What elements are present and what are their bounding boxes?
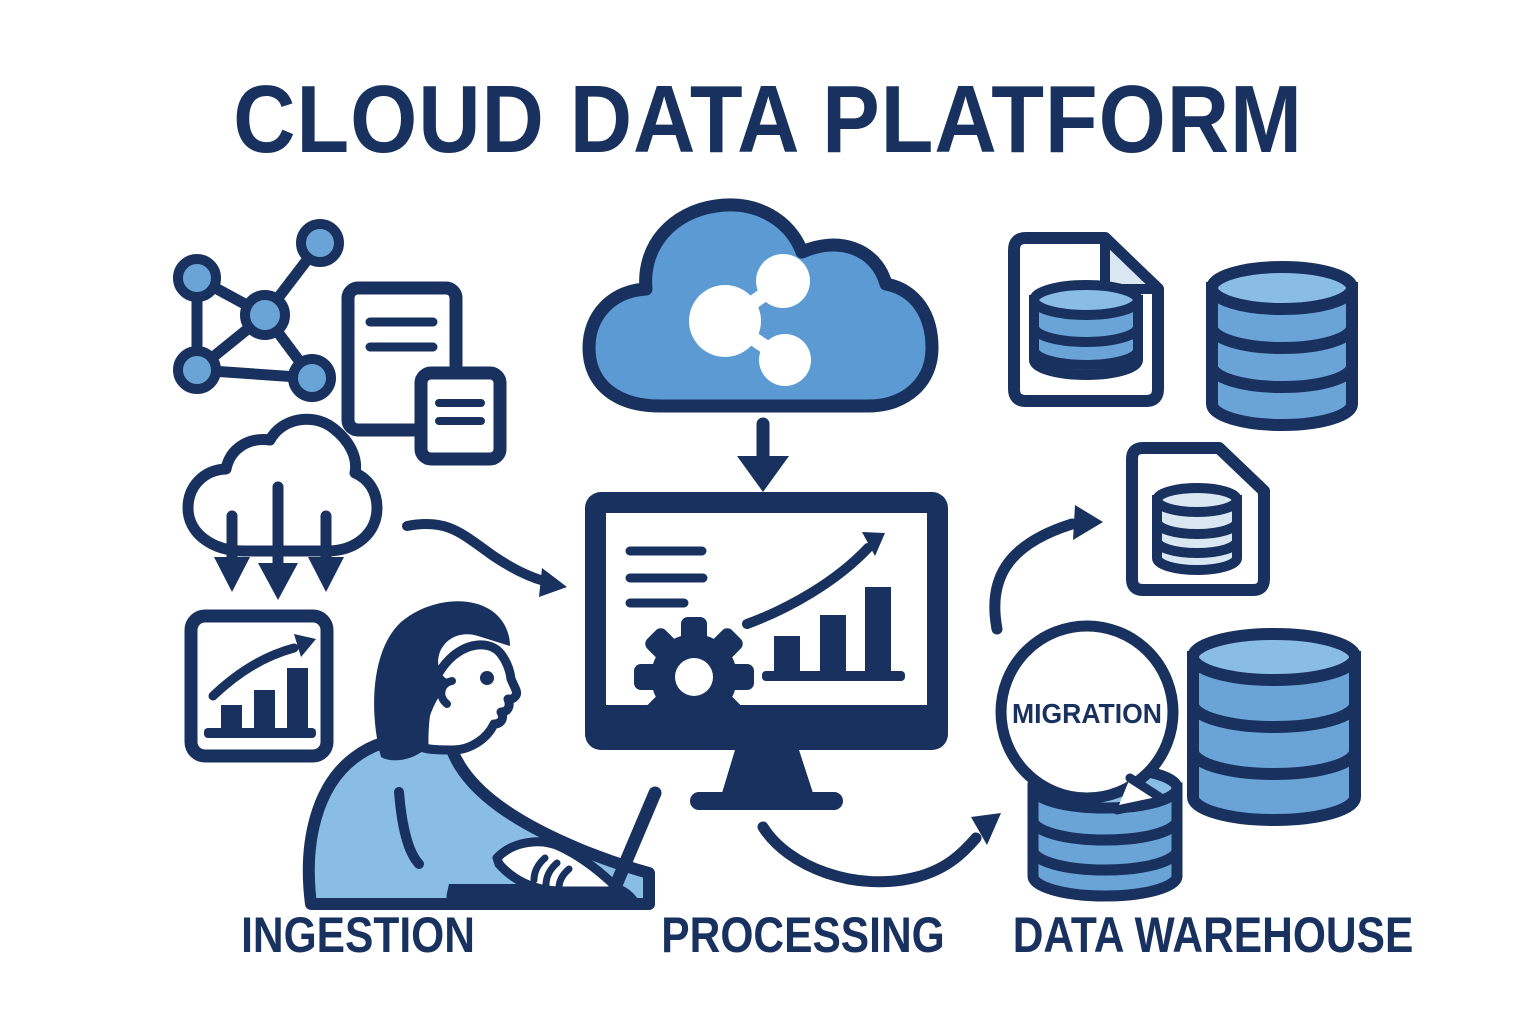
growth-chart-icon: [184, 609, 334, 763]
person-hair: [374, 601, 510, 761]
folded-corner: [1100, 233, 1163, 294]
bubble-tail: [1112, 773, 1169, 815]
file-database-icon: [1008, 232, 1164, 407]
text-lines: [625, 546, 708, 608]
gear-icon: [634, 617, 754, 737]
page-title: CLOUD DATA PLATFORM: [233, 66, 1303, 173]
person-at-laptop-illustration: [302, 601, 662, 910]
laptop-icon: [446, 786, 662, 909]
monitor-stand: [722, 750, 813, 793]
download-arrows-icon: [214, 481, 344, 600]
graph-node: [296, 219, 344, 267]
arm-line: [394, 787, 424, 869]
database-stack-icon: [1206, 261, 1358, 431]
share-icon: [689, 254, 811, 386]
stage-label-processing: PROCESSING: [661, 907, 945, 963]
bar: [287, 668, 308, 728]
graph-node: [173, 346, 221, 394]
database-icon: [1029, 280, 1143, 380]
database-icon: [1152, 483, 1242, 575]
finger-lines: [530, 854, 573, 892]
stage-label-ingestion: INGESTION: [241, 907, 475, 963]
warehouse-database-icon: [1187, 628, 1361, 826]
flow-arrow-left-icon: [402, 518, 567, 597]
graph-node: [288, 354, 336, 402]
cloud-share-icon: [582, 198, 939, 413]
monitor-base: [690, 792, 843, 810]
graph-node: [240, 290, 290, 340]
laptop-screen: [609, 786, 662, 892]
download-cloud-icon: [182, 413, 383, 600]
graph-node: [173, 254, 221, 302]
bar-chart-icon: [742, 532, 905, 681]
documents-icon: [341, 281, 507, 466]
down-arrow-icon: [737, 417, 789, 492]
flow-arrow-bottom-icon: [757, 813, 1001, 888]
person-face: [419, 640, 521, 755]
stage-label-data-warehouse: DATA WAREHOUSE: [1012, 907, 1414, 963]
person-ear: [437, 677, 456, 708]
file-database-light-icon: [1126, 442, 1270, 596]
migration-label: MIGRATION: [1012, 698, 1162, 729]
person-eye: [480, 671, 494, 685]
bar: [221, 705, 242, 728]
flow-arrow-right-icon: [989, 505, 1103, 635]
migration-speech-bubble: MIGRATION: [995, 620, 1179, 815]
monitor-dashboard-icon: [585, 492, 948, 810]
network-graph-icon: [173, 219, 344, 402]
bar: [254, 690, 275, 728]
